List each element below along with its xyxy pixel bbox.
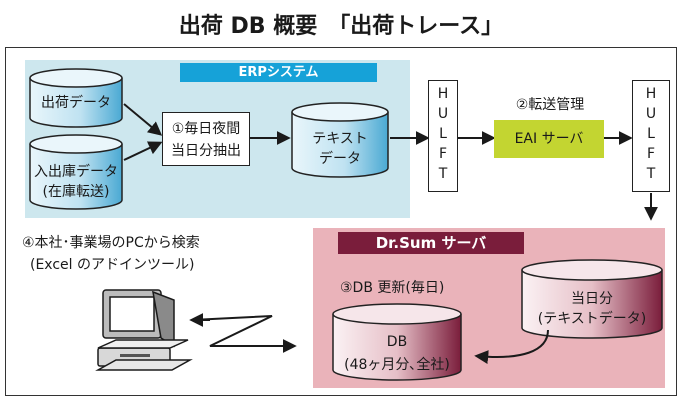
hulft-left-letter: L (439, 126, 447, 142)
hulft-right-letter: H (645, 86, 657, 102)
inout-data-label: 入出庫データ (34, 164, 118, 180)
text-data-label-line2: データ (319, 151, 361, 167)
shipping-data-cylinder (29, 68, 123, 128)
db-cylinder (332, 303, 462, 381)
hulft-left-letter: F (438, 146, 448, 162)
text-data-label-line1: テキスト (312, 131, 368, 147)
hulft-right-letter: T (646, 166, 656, 182)
inout-data-sublabel: (在庫転送) (42, 184, 110, 200)
hulft-left-letter: T (438, 166, 448, 182)
connector-arrows (123, 103, 658, 365)
today-data-label-line1: 当日分 (571, 291, 613, 307)
daily-extract-box (162, 112, 250, 166)
hulft-right-letter: U (645, 106, 657, 122)
daily-extract-line1: ①毎日夜間 (171, 121, 241, 137)
today-data-label-line2: (テキストデータ) (537, 311, 647, 327)
db-label-line2: (48ヶ月分､全社) (344, 357, 450, 373)
daily-extract-line2: 当日分抽出 (171, 143, 241, 159)
pc-search-label: ④本社･事業場のPCから検索 (22, 235, 200, 251)
computer-icon (95, 289, 193, 371)
outer-frame (5, 47, 677, 396)
hulft-left-letter: U (437, 106, 449, 122)
inout-data-cylinder (29, 134, 123, 210)
db-update-label: ③DB 更新(毎日) (340, 280, 445, 296)
erp-system-label: ERPシステム (180, 63, 377, 82)
eai-server-box: EAI サーバ (494, 120, 604, 158)
hulft-left-letter: H (437, 86, 449, 102)
hulft-right-box (632, 80, 670, 192)
shipping-data-label: 出荷データ (41, 95, 111, 111)
hulft-left-box (428, 80, 458, 192)
text-data-cylinder (291, 102, 389, 178)
drsum-server-label: Dr.Sum サーバ (338, 232, 524, 254)
excel-addin-label: (Excel のアドインツール) (30, 257, 195, 273)
db-label-line1: DB (386, 334, 408, 350)
hulft-right-letter: L (647, 126, 655, 142)
network-link-icon (189, 313, 297, 353)
page-title: 出荷 DB 概要 「出荷トレース」 (178, 14, 504, 39)
hulft-right-letter: F (646, 146, 656, 162)
today-data-cylinder (521, 259, 663, 339)
transfer-management-label: ②転送管理 (515, 97, 585, 113)
